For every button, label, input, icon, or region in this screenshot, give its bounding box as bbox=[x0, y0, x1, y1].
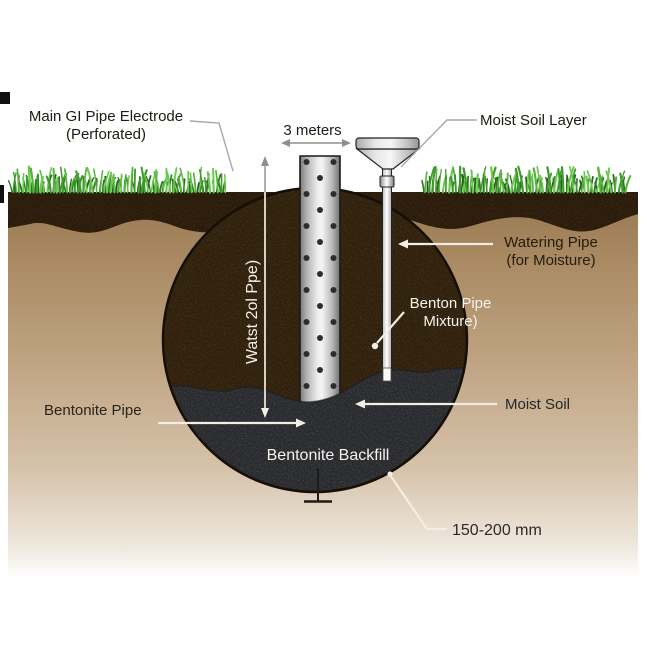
dot-benton-mixture bbox=[371, 342, 379, 350]
electrode-perforations bbox=[303, 159, 337, 389]
label-benton-pipe-mixture: Benton Pipe Mixture) bbox=[398, 295, 503, 331]
label-main-electrode: Main GI Pipe Electrode (Perforated) bbox=[22, 108, 190, 144]
left-edge-mark-top bbox=[0, 92, 10, 104]
label-main-electrode-line2: (Perforated) bbox=[65, 126, 147, 143]
watering-pipe-tip bbox=[382, 367, 392, 382]
leader-moist-soil-layer bbox=[400, 119, 477, 168]
width-dimension-arrow bbox=[281, 139, 351, 147]
leader-main-electrode bbox=[189, 120, 234, 172]
grass-strip-left bbox=[7, 165, 227, 194]
label-moist-soil: Moist Soil bbox=[505, 396, 571, 413]
label-watering-pipe-vertical: Watst 2ol Ppe) bbox=[244, 259, 261, 365]
label-watering-pipe-line2: (for Moisture) bbox=[506, 252, 596, 269]
label-dimension-3-meters: 3 meters bbox=[283, 122, 342, 139]
funnel-rim-icon bbox=[355, 137, 420, 150]
arrow-watering-pipe bbox=[398, 239, 408, 249]
label-watering-pipe-line1: Watering Pipe bbox=[504, 234, 598, 251]
label-bentonite-pipe: Bentonite Pipe bbox=[44, 402, 142, 419]
left-edge-mark-ground bbox=[0, 185, 4, 203]
label-depth-150-200mm: 150-200 mm bbox=[452, 522, 542, 539]
label-watering-pipe: Watering Pipe (for Moisture) bbox=[495, 234, 607, 270]
label-bentonite-backfill: Bentonite Backfill bbox=[266, 447, 390, 464]
pipe-coupling bbox=[379, 175, 395, 188]
dot-depth-range bbox=[387, 471, 393, 477]
electrode-pipe bbox=[299, 155, 341, 415]
watering-pipe-stem bbox=[382, 168, 392, 381]
label-moist-soil-layer: Moist Soil Layer bbox=[480, 112, 587, 129]
label-main-electrode-line1: Main GI Pipe Electrode bbox=[28, 108, 184, 125]
bentonite-backfill-region bbox=[164, 365, 466, 491]
watering-pipe bbox=[355, 137, 421, 382]
grass-strip-right bbox=[421, 165, 632, 194]
arrow-moist-soil bbox=[355, 399, 365, 409]
arrow-bentonite-pipe bbox=[296, 418, 306, 428]
depth-dimension-arrow bbox=[261, 156, 269, 418]
label-benton-mixture-line1: Benton Pipe bbox=[409, 295, 492, 312]
label-benton-mixture-line2: Mixture) bbox=[423, 313, 478, 330]
ground-terminal-icon bbox=[304, 468, 332, 503]
leader-depth-range bbox=[389, 474, 447, 531]
leader-benton-mixture bbox=[376, 311, 405, 344]
